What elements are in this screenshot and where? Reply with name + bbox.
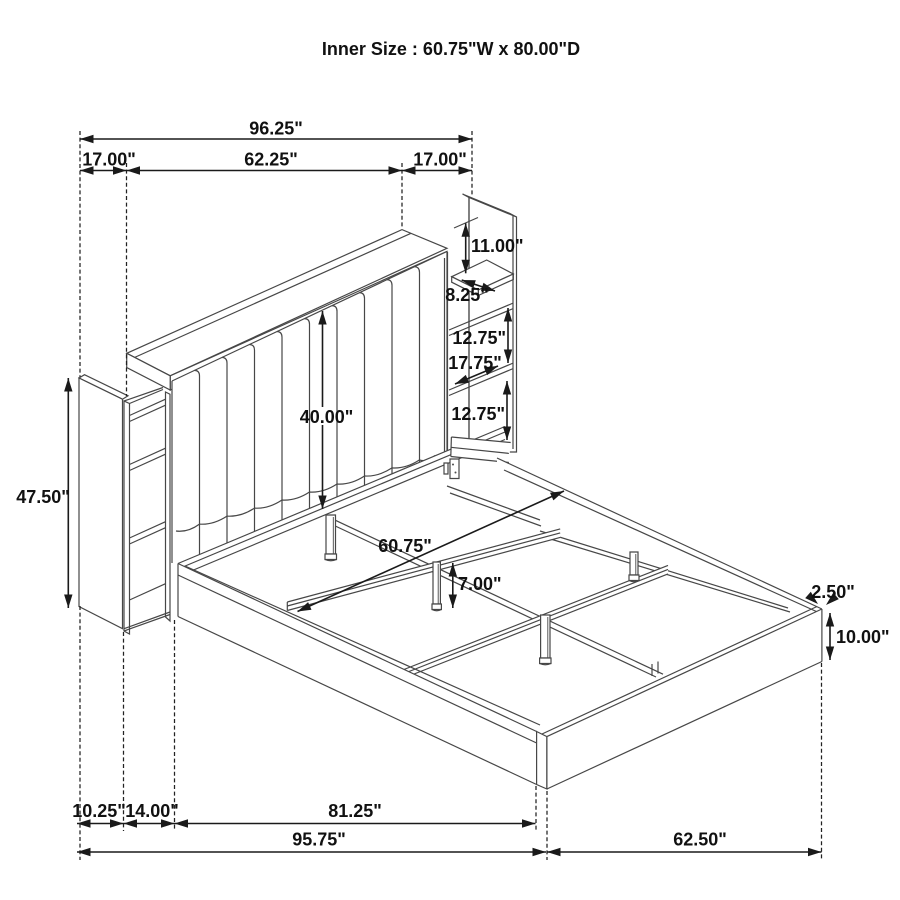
svg-text:17.75": 17.75": [448, 353, 502, 373]
svg-text:96.25": 96.25": [249, 119, 303, 139]
svg-text:7.00": 7.00": [458, 574, 502, 594]
svg-text:10.00": 10.00": [836, 627, 890, 647]
svg-text:60.75": 60.75": [378, 536, 432, 556]
svg-text:40.00": 40.00": [300, 407, 354, 427]
svg-text:8.25": 8.25": [445, 285, 489, 305]
svg-text:62.25": 62.25": [244, 150, 298, 170]
svg-text:47.50": 47.50": [16, 487, 70, 507]
svg-text:62.50": 62.50": [673, 830, 727, 850]
svg-text:2.50": 2.50": [811, 582, 855, 602]
svg-text:12.75": 12.75": [452, 328, 506, 348]
svg-text:81.25": 81.25": [328, 801, 382, 821]
svg-text:11.00": 11.00": [471, 236, 524, 256]
svg-text:10.25": 10.25": [72, 801, 126, 821]
svg-text:95.75": 95.75": [292, 830, 346, 850]
svg-text:17.00": 17.00": [82, 150, 136, 170]
svg-text:Inner Size : 60.75"W x 80.00"D: Inner Size : 60.75"W x 80.00"D: [322, 39, 580, 59]
svg-text:14.00": 14.00": [125, 801, 179, 821]
svg-text:12.75": 12.75": [451, 404, 505, 424]
svg-text:17.00": 17.00": [413, 150, 467, 170]
